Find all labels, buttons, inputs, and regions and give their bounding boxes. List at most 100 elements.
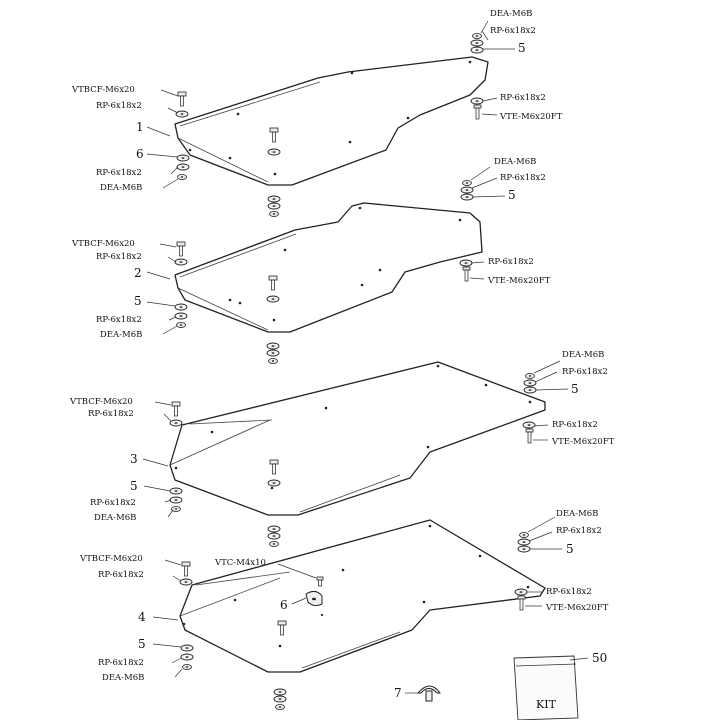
bolt-icon — [176, 241, 186, 257]
washer-icon — [266, 342, 280, 350]
washer-icon — [174, 312, 188, 320]
washer-icon — [523, 386, 537, 394]
washer-icon — [470, 97, 484, 105]
nut-icon — [462, 179, 472, 186]
part-number-50: 50 — [592, 651, 607, 665]
part-number-5g: 5 — [566, 542, 574, 556]
label-rp-3b: RP-6x18x2 — [90, 498, 136, 508]
bolt-icon — [171, 401, 181, 417]
part-number-5f: 5 — [138, 637, 146, 651]
part-number-5c: 5 — [508, 188, 516, 202]
nut-icon — [472, 33, 482, 40]
part-number-2: 2 — [134, 266, 142, 280]
skid-plate-3 — [169, 361, 546, 516]
bolt-icon — [462, 266, 471, 282]
label-dea-3a: DEA-M6B — [94, 513, 136, 523]
washer-icon — [169, 496, 183, 504]
label-vte-3: VTE-M6x20FT — [551, 437, 615, 447]
part-number-5a: 5 — [518, 41, 526, 55]
part-number-6a: 6 — [136, 147, 144, 161]
washer-icon — [266, 349, 280, 357]
label-vtbcf-1: VTBCF-M6x20 — [71, 85, 135, 95]
washer-icon — [523, 379, 537, 387]
label-vte-2: VTE-M6x20FT — [487, 276, 551, 286]
washer-icon — [176, 154, 190, 162]
washer-icon — [514, 588, 528, 596]
label-vtbcf-4: VTBCF-M6x20 — [79, 554, 143, 564]
nut-icon — [177, 173, 187, 180]
label-vtbcf-2: VTBCF-M6x20 — [71, 239, 135, 249]
label-rp-3a: RP-6x18x2 — [88, 409, 134, 419]
skid-plate-4 — [179, 519, 546, 673]
part-number-5e: 5 — [571, 382, 579, 396]
washer-icon — [179, 578, 193, 586]
skid-plate-1 — [174, 56, 489, 186]
label-vte-4: VTE-M6x20FT — [545, 603, 609, 613]
label-dea-3b: DEA-M6B — [562, 350, 604, 360]
bolt-icon — [181, 561, 191, 577]
washer-icon — [459, 259, 473, 267]
washer-icon — [169, 487, 183, 495]
label-rp-1d: RP-6x18x2 — [500, 93, 546, 103]
nut-icon — [171, 505, 181, 512]
part-number-3: 3 — [130, 452, 138, 466]
label-rp-4c: RP-6x18x2 — [556, 526, 602, 536]
label-rp-3d: RP-6x18x2 — [552, 420, 598, 430]
bolt-icon — [517, 595, 526, 611]
kit-bag-icon: KIT — [513, 655, 579, 720]
label-dea-4b: DEA-M6B — [556, 509, 598, 519]
washer-icon — [273, 688, 287, 696]
nut-icon — [525, 372, 535, 379]
label-dea-2b: DEA-M6B — [494, 157, 536, 167]
washer-icon — [267, 148, 281, 156]
label-rp-4d: RP-6x18x2 — [546, 587, 592, 597]
label-rp-1c: RP-6x18x2 — [490, 26, 536, 36]
nut-icon — [268, 357, 278, 364]
washer-icon — [267, 195, 281, 203]
bolt-icon — [269, 459, 279, 475]
washer-icon — [267, 479, 281, 487]
bolt-icon — [473, 104, 482, 120]
part-number-7: 7 — [394, 686, 402, 700]
label-dea-4a: DEA-M6B — [102, 673, 144, 683]
label-rp-1a: RP-6x18x2 — [96, 101, 142, 111]
label-dea-2a: DEA-M6B — [100, 330, 142, 340]
nut-icon — [269, 541, 279, 548]
nut-icon — [182, 664, 192, 671]
washer-icon — [169, 419, 183, 427]
bolt-icon — [177, 91, 187, 107]
washer-icon — [470, 39, 484, 47]
washer-icon — [267, 202, 281, 210]
label-rp-2b: RP-6x18x2 — [96, 315, 142, 325]
washer-icon — [176, 163, 190, 171]
washer-icon — [174, 303, 188, 311]
part-number-6b: 6 — [280, 598, 288, 612]
label-dea-1a: DEA-M6B — [100, 183, 142, 193]
washer-icon — [267, 525, 281, 533]
hardware: KIT — [169, 33, 579, 720]
label-vte-1: VTE-M6x20FT — [499, 112, 563, 122]
kit-bag-label: KIT — [536, 698, 557, 711]
nut-icon — [519, 532, 529, 539]
washer-icon — [180, 644, 194, 652]
skid-plate-2 — [174, 202, 483, 333]
washer-icon — [517, 545, 531, 553]
p-clamp-icon — [416, 685, 441, 702]
bolt-icon — [525, 428, 534, 444]
washer-icon — [460, 186, 474, 194]
label-dea-1b: DEA-M6B — [490, 9, 532, 19]
washer-icon — [180, 653, 194, 661]
washer-icon — [267, 532, 281, 540]
label-rp-4b: RP-6x18x2 — [98, 658, 144, 668]
screw-icon — [316, 576, 324, 587]
part-number-1: 1 — [136, 120, 144, 134]
nut-icon — [176, 321, 186, 328]
part-number-5b: 5 — [134, 294, 142, 308]
bolt-icon — [269, 127, 279, 143]
callout-labels: VTBCF-M6x20 RP-6x18x2 1 6 RP-6x18x2 DEA-… — [69, 9, 615, 700]
label-rp-2a: RP-6x18x2 — [96, 252, 142, 262]
label-rp-4a: RP-6x18x2 — [98, 570, 144, 580]
washer-icon — [460, 193, 474, 201]
part-number-4: 4 — [138, 610, 146, 624]
